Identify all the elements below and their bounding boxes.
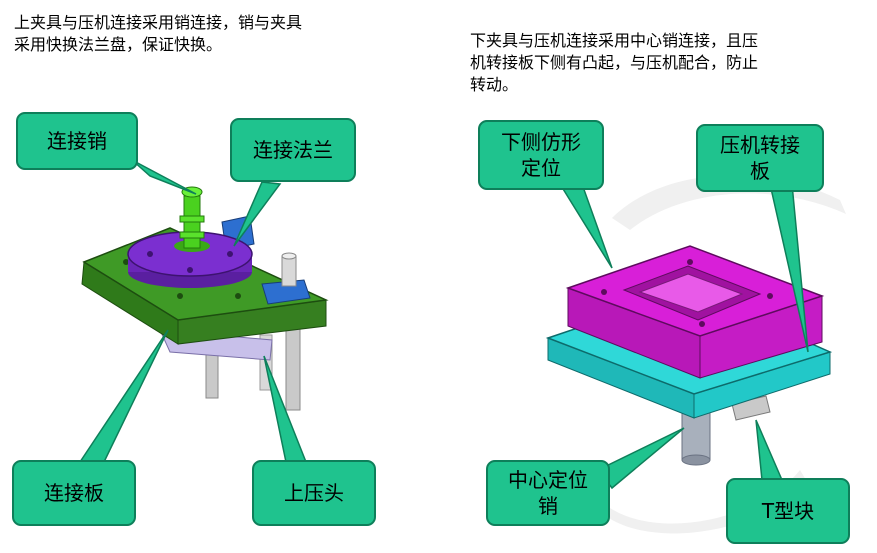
fixture-hole xyxy=(767,293,773,299)
flange-hole xyxy=(187,267,193,273)
fixture-hole xyxy=(699,321,705,327)
callout-tail-plate xyxy=(78,329,169,463)
pillar-top-cap xyxy=(281,252,297,260)
callout-connecting-flange: 连接法兰 xyxy=(230,118,356,182)
lower-fixture-description: 下夹具与压机连接采用中心销连接，且压 机转接板下侧有凸起，与压机配合，防止 转动… xyxy=(470,31,759,94)
plate-hole xyxy=(123,259,129,265)
callout-lower-profile-locator: 下侧仿形 定位 xyxy=(478,120,604,190)
callout-t-block: T型块 xyxy=(726,478,850,544)
callout-tail-profile-locator xyxy=(558,183,613,269)
center-pin-end xyxy=(681,454,711,466)
profile-cavity-inner xyxy=(638,273,744,313)
callout-press-adapter-plate: 压机转接 板 xyxy=(696,124,824,192)
callout-tail-pin xyxy=(131,159,197,195)
pin-collar xyxy=(179,215,205,223)
callout-tail-center-pin xyxy=(596,427,685,490)
pin-collar xyxy=(179,231,205,239)
fixture-hole xyxy=(601,289,607,295)
plate-hole xyxy=(177,293,183,299)
upper-fixture-description: 上夹具与压机连接采用销连接，销与夹具 采用快换法兰盘，保证快换。 xyxy=(14,13,303,54)
callout-tail-flange xyxy=(233,181,282,247)
fixture-hole xyxy=(687,259,693,265)
flange-hole xyxy=(147,251,153,257)
callout-upper-press-head: 上压头 xyxy=(252,460,376,526)
guide-pillar-right xyxy=(285,319,301,411)
upper-fixture-model xyxy=(78,159,329,463)
callout-connecting-pin: 连接销 xyxy=(16,112,138,170)
lower-fixture-model xyxy=(545,175,846,534)
callout-center-locating-pin: 中心定位 销 xyxy=(486,460,610,526)
center-locating-pin-body xyxy=(681,411,711,461)
pillar-top xyxy=(281,255,297,287)
callout-connecting-plate: 连接板 xyxy=(12,460,136,526)
flange-hole xyxy=(227,251,233,257)
callout-tail-t-block xyxy=(755,419,784,481)
plate-hole xyxy=(235,293,241,299)
